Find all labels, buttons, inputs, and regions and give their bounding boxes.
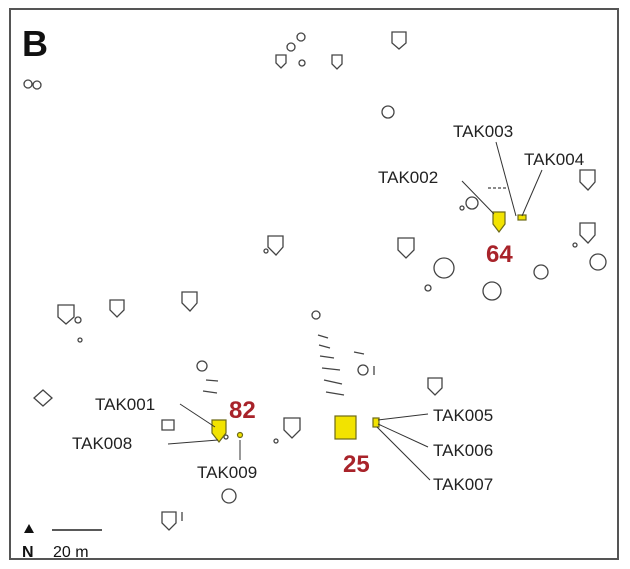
north-arrow-icon (24, 524, 34, 533)
leader-lines (167, 141, 543, 481)
label-tak009: TAK009 (197, 463, 257, 482)
sampled-features (211, 211, 527, 443)
label-tak001: TAK001 (95, 395, 155, 414)
site-number-82: 82 (229, 397, 256, 424)
label-tak004: TAK004 (524, 150, 584, 169)
north-label: N (22, 544, 34, 561)
scale-bar: N 20 m (22, 524, 102, 561)
label-tak007: TAK007 (433, 475, 493, 494)
site-number-64: 64 (486, 241, 513, 268)
scale-distance-label: 20 m (53, 544, 89, 561)
label-tak005: TAK005 (433, 406, 493, 425)
map-frame (9, 8, 619, 560)
site-number-25: 25 (343, 451, 370, 478)
label-tak008: TAK008 (72, 434, 132, 453)
feature-outlines (23, 31, 607, 531)
label-tak002: TAK002 (378, 168, 438, 187)
label-tak006: TAK006 (433, 441, 493, 460)
label-tak003: TAK003 (453, 122, 513, 141)
panel-label: B (22, 23, 48, 64)
